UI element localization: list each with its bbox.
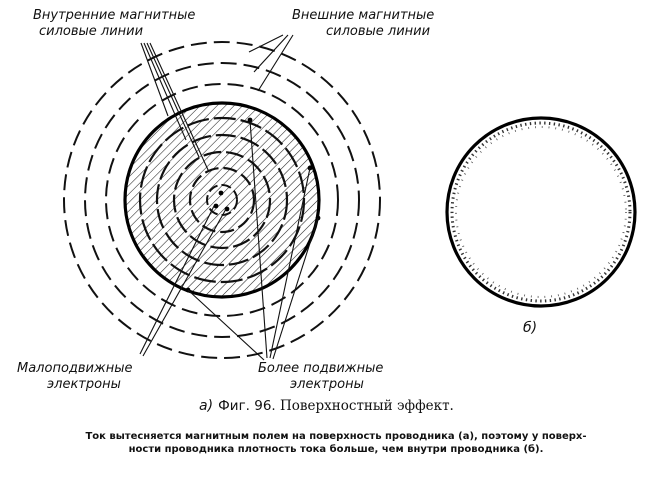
inner-field-line-5 [138, 116, 306, 284]
label-outer-lines-2: силовые линии [326, 24, 431, 39]
figure-description-line-1: Ток вытесняется магнитным полем на повер… [85, 431, 587, 442]
leader-immobile-electrons [139, 205, 227, 357]
label-mobile-electrons-1: Более подвижные [258, 361, 384, 376]
electron-center-1 [218, 190, 224, 196]
inner-field-line-4 [155, 133, 289, 267]
label-mobile-electrons-2: электроны [290, 377, 364, 392]
figure-caption: Фиг. 96. Поверхностный эффект. [0, 398, 672, 414]
label-subfigure-a: а) [199, 398, 214, 414]
leader-outer-lines [248, 34, 294, 92]
figure-title: Поверхностный эффект. [280, 398, 454, 414]
outer-field-line-1 [105, 83, 339, 317]
label-outer-lines-1: Внешние магнитные [292, 8, 435, 23]
inner-field-line-3 [172, 150, 272, 250]
leader-inner-lines [140, 42, 210, 173]
outer-field-line-3 [63, 41, 381, 359]
label-immobile-electrons-2: электроны [47, 377, 121, 392]
conductor-b-body [445, 116, 637, 308]
outer-field-line-2 [84, 62, 360, 338]
label-inner-lines-2: силовые линии [39, 24, 144, 39]
conductor-b-surface-density-2 [455, 126, 627, 298]
label-subfigure-b: б) [523, 320, 538, 336]
figure-description-line-2: ности проводника плотность тока больше, … [128, 444, 544, 455]
label-inner-lines-1: Внутренние магнитные [33, 8, 196, 23]
conductor-b-surface-density [450, 121, 632, 303]
figure-number: Фиг. 96. [218, 398, 276, 414]
label-immobile-electrons-1: Малоподвижные [17, 361, 133, 376]
inner-field-line-2 [188, 166, 256, 234]
leader-mobile-electrons [187, 119, 319, 361]
conductor-a-body [123, 101, 321, 299]
figure-description: Ток вытесняется магнитным полем на повер… [16, 430, 656, 456]
electron-center-2 [213, 203, 219, 209]
